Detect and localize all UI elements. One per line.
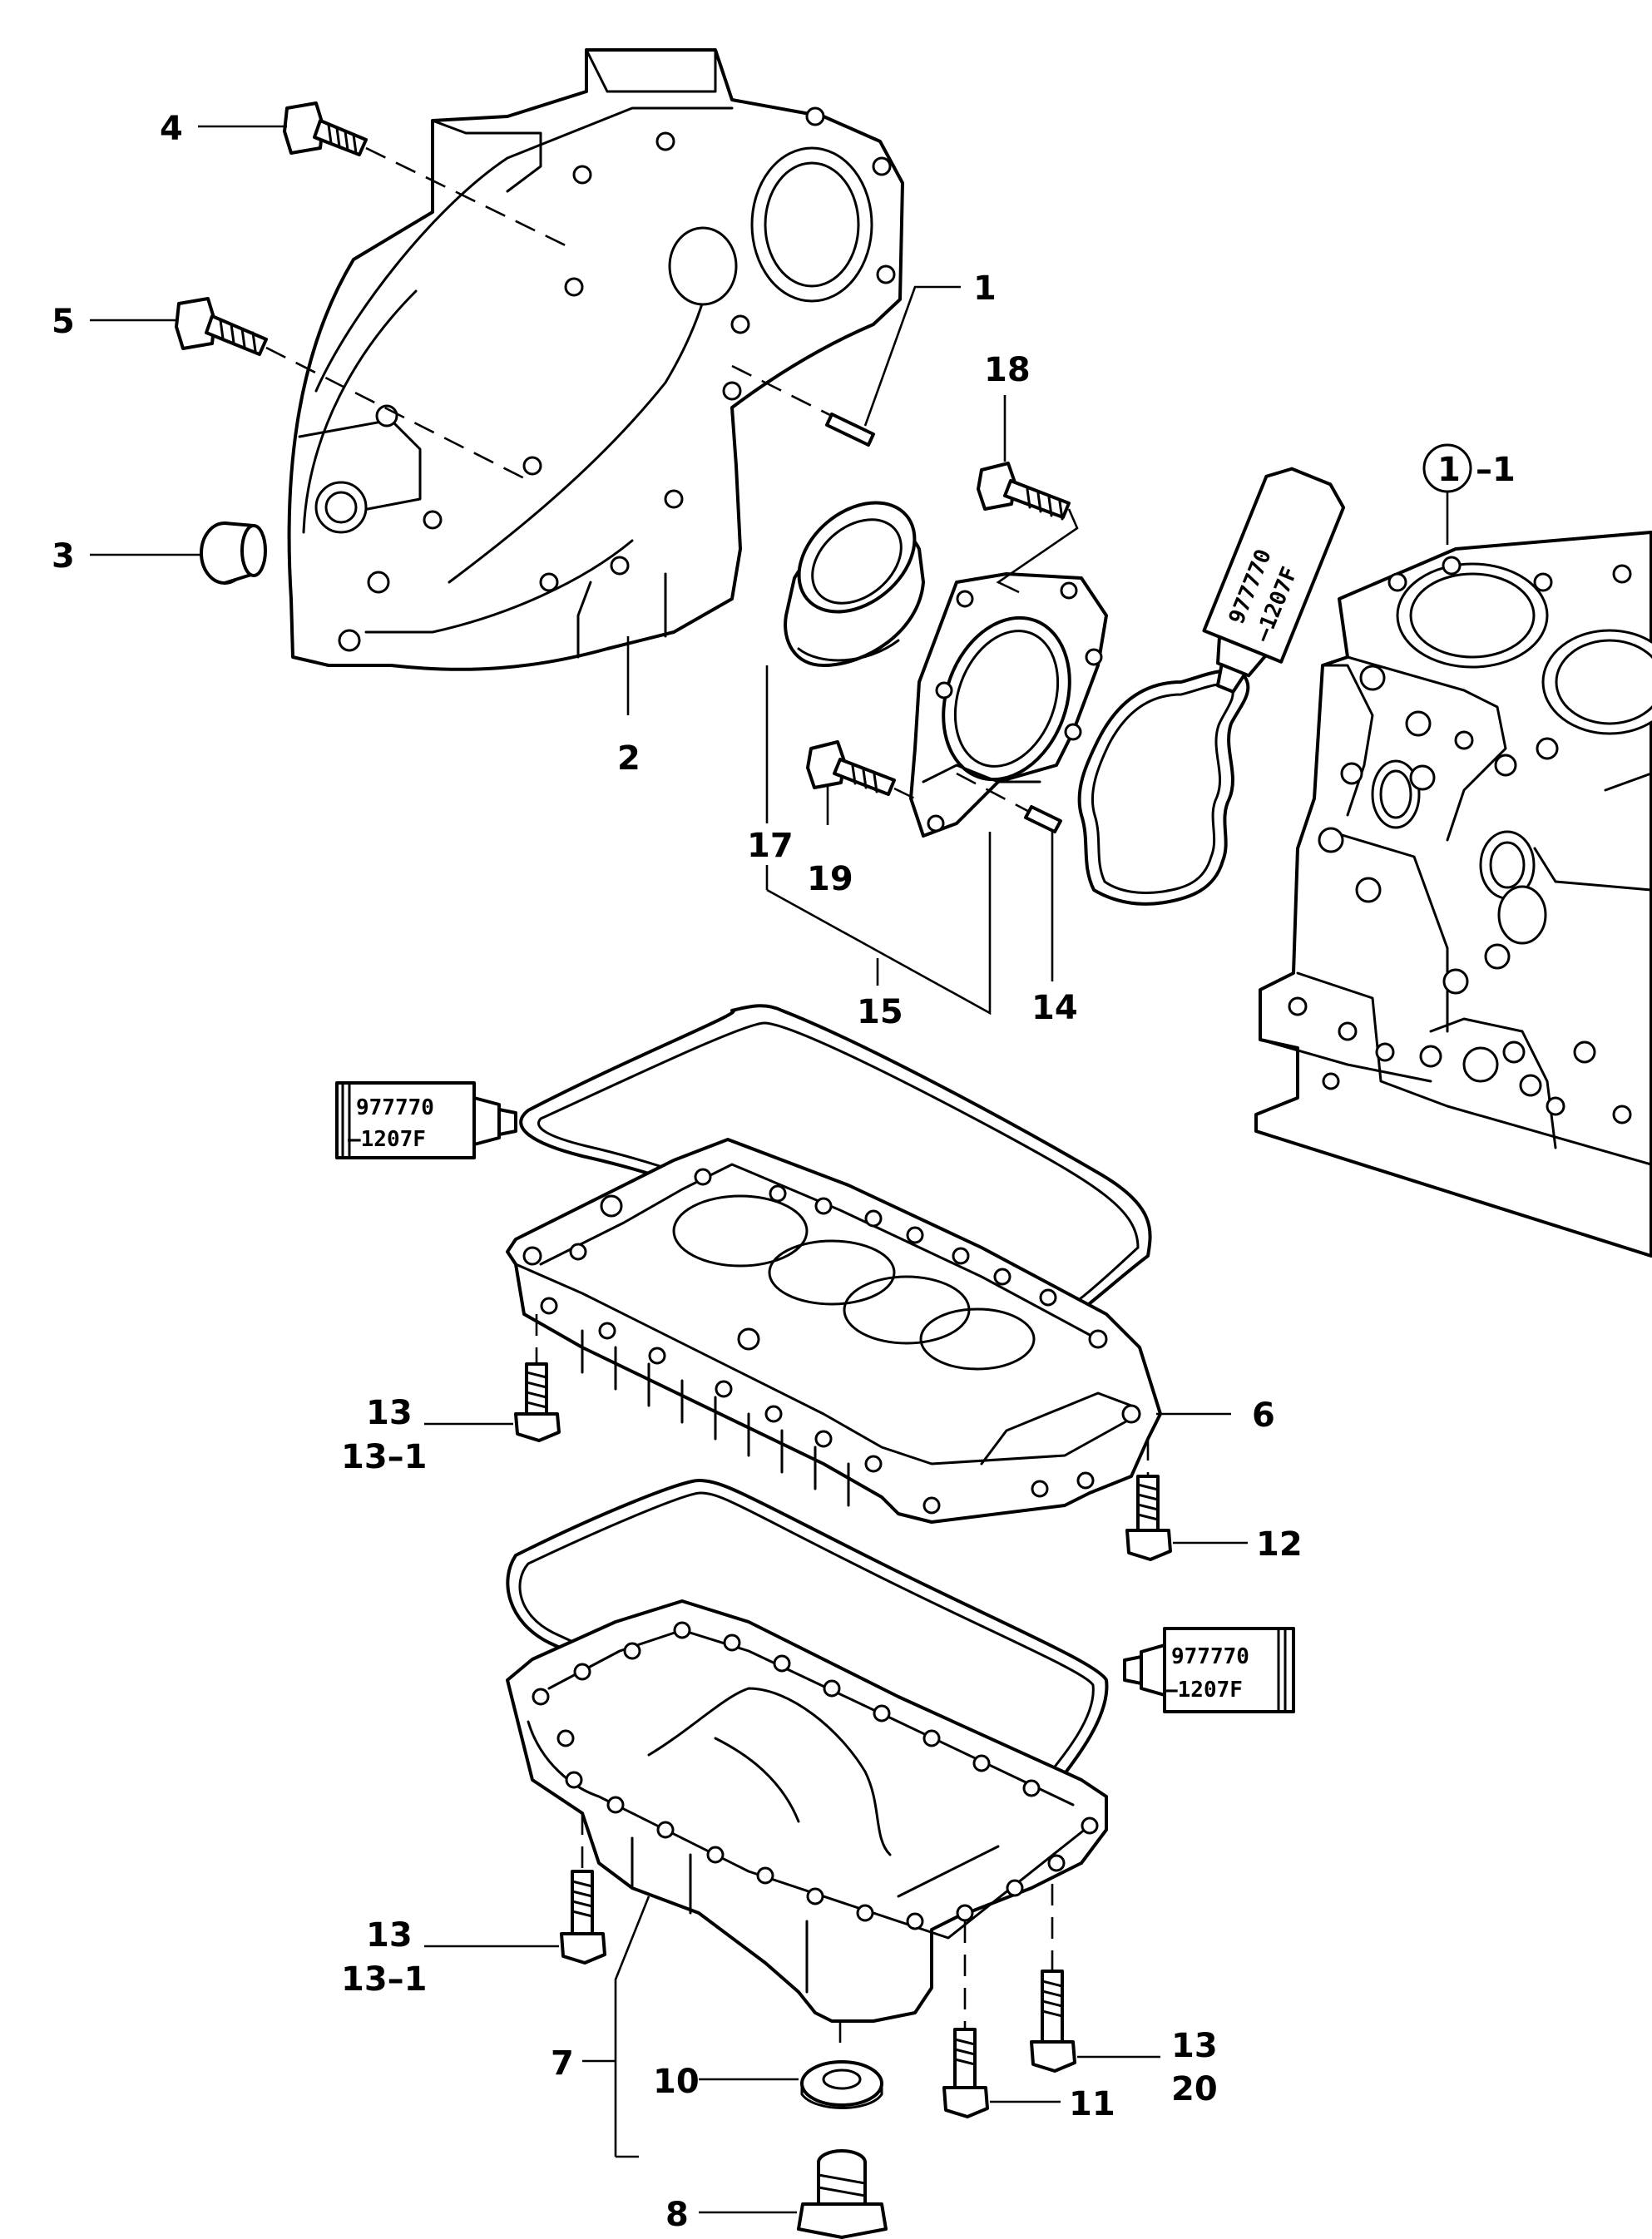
bolt-19 [806,740,924,804]
ref-circle-suffix: –1 [1476,451,1516,489]
flywheel-housing [287,48,904,671]
bolt-4 [283,101,575,251]
dowel-pin [731,364,875,447]
bolt-5 [175,297,533,484]
sealant-tube-lower: 977770 –1207F [1123,1627,1295,1713]
sealant-code-lower: 977770 [1171,1644,1249,1669]
callout-5: 5 [52,303,75,341]
callout-13-right: 13 [1171,2027,1218,2065]
callout-6: 6 [1252,1396,1275,1435]
callout-2: 2 [617,739,641,778]
drain-plug [797,2149,888,2239]
callouts: 4 5 3 1 2 18 17 19 15 14 1 –1 6 12 13 13… [52,110,1516,2234]
sealant-code-upper: 977770 [356,1095,434,1120]
bolt-12 [1125,1439,1172,1561]
bolt-13-upper [514,1314,561,1442]
sealant-tube-upper: 977770 –1207F [335,1081,517,1159]
callout-3: 3 [52,537,75,576]
bolt-11 [942,1921,989,2118]
callout-4: 4 [160,110,183,148]
sealant-tube: 977770 –1207F [1202,467,1346,694]
callout-8: 8 [665,2196,689,2234]
callout-15: 15 [857,993,903,1031]
callout-13-1-lower: 13–1 [341,1960,428,1999]
pin-14 [956,772,1062,833]
callout-13-1-upper: 13–1 [341,1438,428,1476]
ref-circle-number: 1 [1437,451,1461,489]
sealant-suffix-lower: –1207F [1165,1678,1243,1703]
callout-1: 1 [973,269,997,308]
callout-14: 14 [1031,989,1078,1027]
sealant-suffix-upper: –1207F [348,1127,426,1152]
callout-7: 7 [551,2044,574,2083]
ref-circle [1422,443,1472,493]
bolt-13-lower [560,1813,606,1965]
callout-11: 11 [1069,2085,1115,2123]
bolt-13-20 [1030,1884,1076,2073]
bolt-18 [977,462,1079,594]
callout-17: 17 [747,827,794,865]
callout-19: 19 [807,860,853,898]
cylinder-block [1254,531,1652,1258]
callout-12: 12 [1256,1525,1303,1564]
oil-pan [506,1599,1108,2023]
callout-13-upper: 13 [366,1394,413,1432]
leader-lines [90,125,1449,2214]
callout-10: 10 [653,2063,700,2101]
oil-seal-retainer [909,572,1108,838]
callout-18: 18 [984,351,1031,389]
rear-gasket [1077,669,1250,906]
callout-20: 20 [1171,2070,1218,2108]
plug [200,521,267,585]
drain-washer [800,2021,883,2109]
oil-seal [784,501,925,667]
ladder-frame [506,1138,1162,1524]
callout-13-lower: 13 [366,1916,413,1955]
